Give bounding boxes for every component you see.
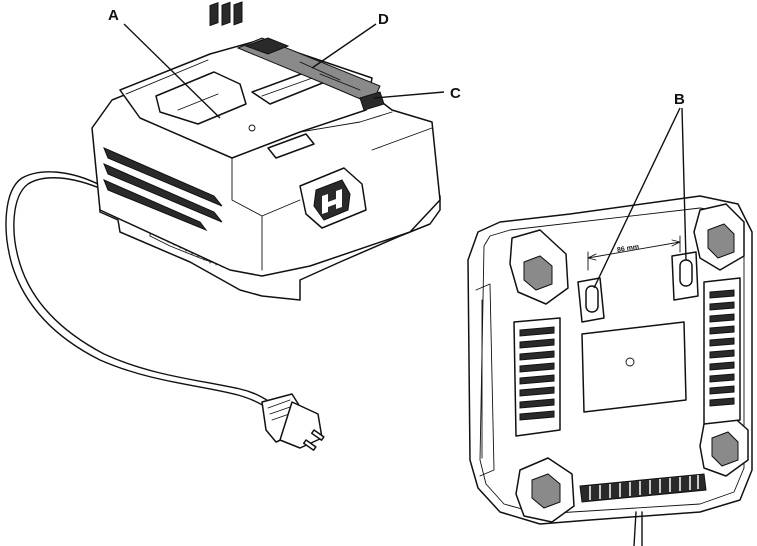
dimension-label: 86 mm (617, 244, 640, 254)
wall-mount-keyhole-right (671, 251, 699, 301)
right-vent-grill (703, 277, 741, 425)
charger-top-view-icon (91, 1, 441, 301)
battery-terminals (209, 1, 243, 27)
callout-a-label: A (108, 7, 119, 24)
bottom-vent-slots (579, 473, 707, 503)
power-plug-icon (261, 393, 325, 451)
corner-foot (693, 203, 745, 271)
callout-b-label: B (674, 91, 685, 108)
side-vents (103, 147, 223, 232)
wall-mount-keyhole-left (577, 277, 605, 323)
callout-c-label: C (450, 85, 461, 102)
left-vent-grill (513, 317, 561, 437)
corner-foot (515, 457, 575, 523)
power-cord (5, 171, 274, 411)
charger-underside-view-icon: 86 mm (467, 195, 753, 546)
corner-foot (509, 229, 569, 305)
callout-d-label: D (378, 11, 389, 28)
